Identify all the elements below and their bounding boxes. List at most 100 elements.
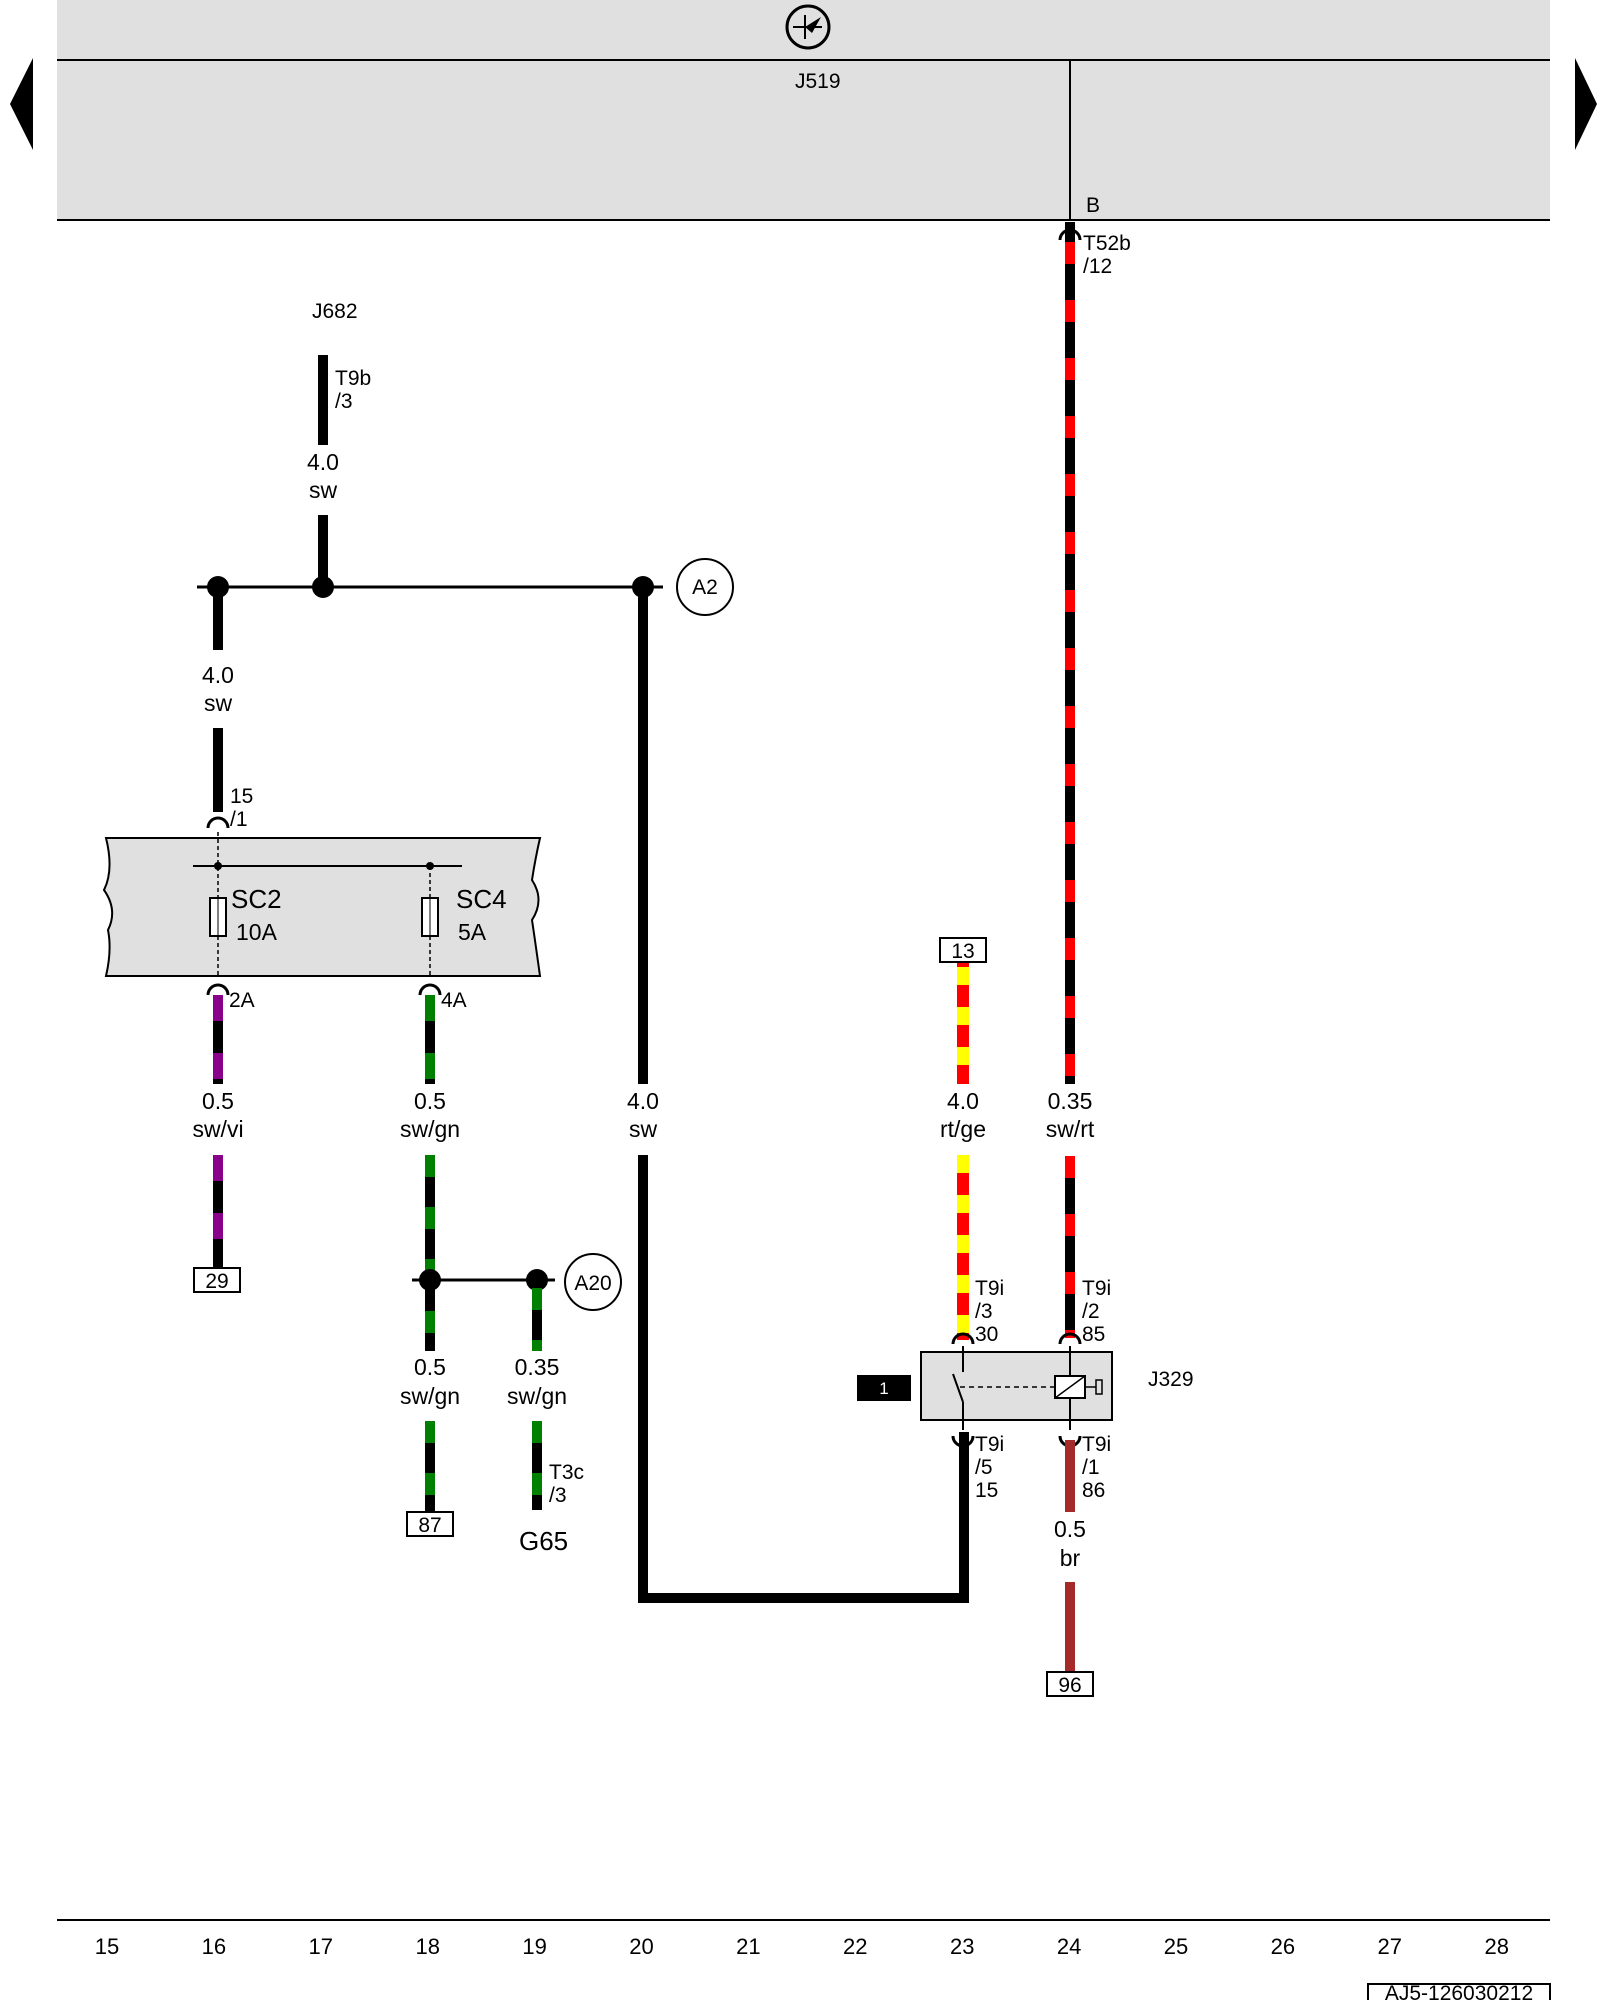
sc4-out-connector-symbol [418,983,442,996]
sc2-out-pin: 2A [229,989,255,1012]
relay-marker-text: 1 [879,1379,888,1398]
ref-box-87 [406,1511,454,1537]
relay-switch-contact [952,1346,1055,1430]
footer-column-number: 23 [950,1934,974,1959]
junction-dot-center [312,576,334,598]
wire-rtge-color: rt/ge [940,1116,986,1142]
footer-column-number: 20 [629,1934,653,1959]
junction-dot-a20-left [419,1269,441,1291]
wire-swvi-color: sw/vi [192,1116,243,1142]
wire-br-size: 0.5 [1054,1516,1086,1542]
relay-pin85-pin: /2 [1082,1300,1100,1323]
j519-panel [57,60,1550,220]
fuse-sc2-rating: 10A [236,919,278,945]
relay-pin85-connector: T9i [1082,1277,1111,1300]
j682-label: J682 [312,300,358,323]
wire-br-color: br [1060,1545,1081,1571]
fuse-in-pin: /1 [230,808,248,831]
footer-column-number: 17 [309,1934,333,1959]
fuse-sc2-name: SC2 [231,884,282,914]
wire-g65-color: sw/gn [507,1383,567,1409]
g65-pin-label: /3 [549,1484,567,1507]
footer-column-number: 15 [95,1934,119,1959]
footer-column-numbers: 15 16 17 18 19 20 21 22 23 24 25 26 27 28 [95,1934,1509,1959]
j519-label: J519 [795,70,841,93]
sc2-out-connector-symbol [206,983,230,996]
relay-pin30-pin: /3 [975,1300,993,1323]
footer-column-number: 16 [202,1934,226,1959]
relay-pin15-connector-symbol [951,1435,975,1448]
wire-main-size: 4.0 [627,1088,659,1114]
footer-column-number: 28 [1484,1934,1508,1959]
footer-column-number: 24 [1057,1934,1081,1959]
ref-box-29 [193,1267,241,1293]
relay-pin30-connector: T9i [975,1277,1004,1300]
wire-swgn-size: 0.5 [414,1088,446,1114]
fuse-sc4-name: SC4 [456,884,507,914]
ref-box-96 [1046,1671,1094,1697]
relay-pin85-terminal: 85 [1082,1323,1105,1346]
j682-connector-label: T9b [335,367,371,390]
wire-label-bg-swrt [1040,1084,1100,1154]
a2-label: A2 [692,576,718,599]
relay-pin30-connector-symbol [951,1332,975,1345]
a2-connector-circle [676,558,734,616]
wire-swgn-color: sw/gn [400,1116,460,1142]
wire-87-color: sw/gn [400,1383,460,1409]
ref-29: 29 [205,1270,228,1293]
footer-column-number: 25 [1164,1934,1188,1959]
relay-pin15-connector: T9i [975,1433,1004,1456]
j329-label: J329 [1148,1368,1194,1391]
next-page-icon[interactable] [1575,58,1597,150]
relay-pin85-connector-symbol [1058,1332,1082,1345]
footer-column-number: 22 [843,1934,867,1959]
ref-96: 96 [1058,1674,1081,1697]
relay-coil-icon [1054,1346,1103,1430]
wire-fuse-in-color: sw [204,690,233,716]
ref-87: 87 [418,1514,441,1537]
j682-pin-label: /3 [335,390,353,413]
relay-marker-box [857,1375,911,1401]
relay-pin86-terminal: 86 [1082,1479,1105,1502]
prev-page-icon[interactable] [10,58,33,150]
t52b-pin-label: /12 [1083,255,1112,278]
doc-id-box [1367,1983,1551,2000]
fuse-bus-dot-left [214,862,222,870]
wire-j682-size: 4.0 [307,449,339,475]
footer-column-number: 18 [415,1934,439,1959]
sc4-out-pin: 4A [441,989,467,1012]
j519-panel-top [57,0,1550,60]
wire-main-color: sw [629,1116,658,1142]
a20-connector-circle [564,1253,622,1311]
ref-13: 13 [951,940,974,963]
relay-pin15-terminal: 15 [975,1479,998,1502]
wire-g65-size: 0.35 [515,1354,560,1380]
wire-87-size: 0.5 [414,1354,446,1380]
j519-pin-label: B [1086,194,1100,217]
doc-id: AJ5-126030212 [1385,1982,1533,2000]
wire-rtge-size: 4.0 [947,1088,979,1114]
wire-j682-color: sw [309,477,338,503]
g65-label: G65 [519,1526,568,1556]
wire-swrt-size: 0.35 [1048,1088,1093,1114]
relay-pin15-pin: /5 [975,1456,993,1479]
footer-column-number: 19 [522,1934,546,1959]
fuse-sc4-rating: 5A [458,919,487,945]
a20-label: A20 [574,1272,611,1295]
t52b-connector-label: T52b [1083,232,1131,255]
wire-swvi-size: 0.5 [202,1088,234,1114]
footer-column-number: 21 [736,1934,760,1959]
wire-main-lower [638,1155,969,1603]
fuse-in-number: 15 [230,785,253,808]
fuse-in-connector-symbol [206,816,230,829]
g65-connector-label: T3c [549,1461,584,1484]
relay-pin86-pin: /1 [1082,1456,1100,1479]
fuse-holder-panel [102,837,542,977]
footer-column-number: 26 [1271,1934,1295,1959]
wire-fuse-in-size: 4.0 [202,662,234,688]
wire-swrt-color: sw/rt [1046,1116,1095,1142]
ground-circle-icon [785,4,831,50]
footer-column-number: 27 [1378,1934,1402,1959]
relay-pin86-connector: T9i [1082,1433,1111,1456]
